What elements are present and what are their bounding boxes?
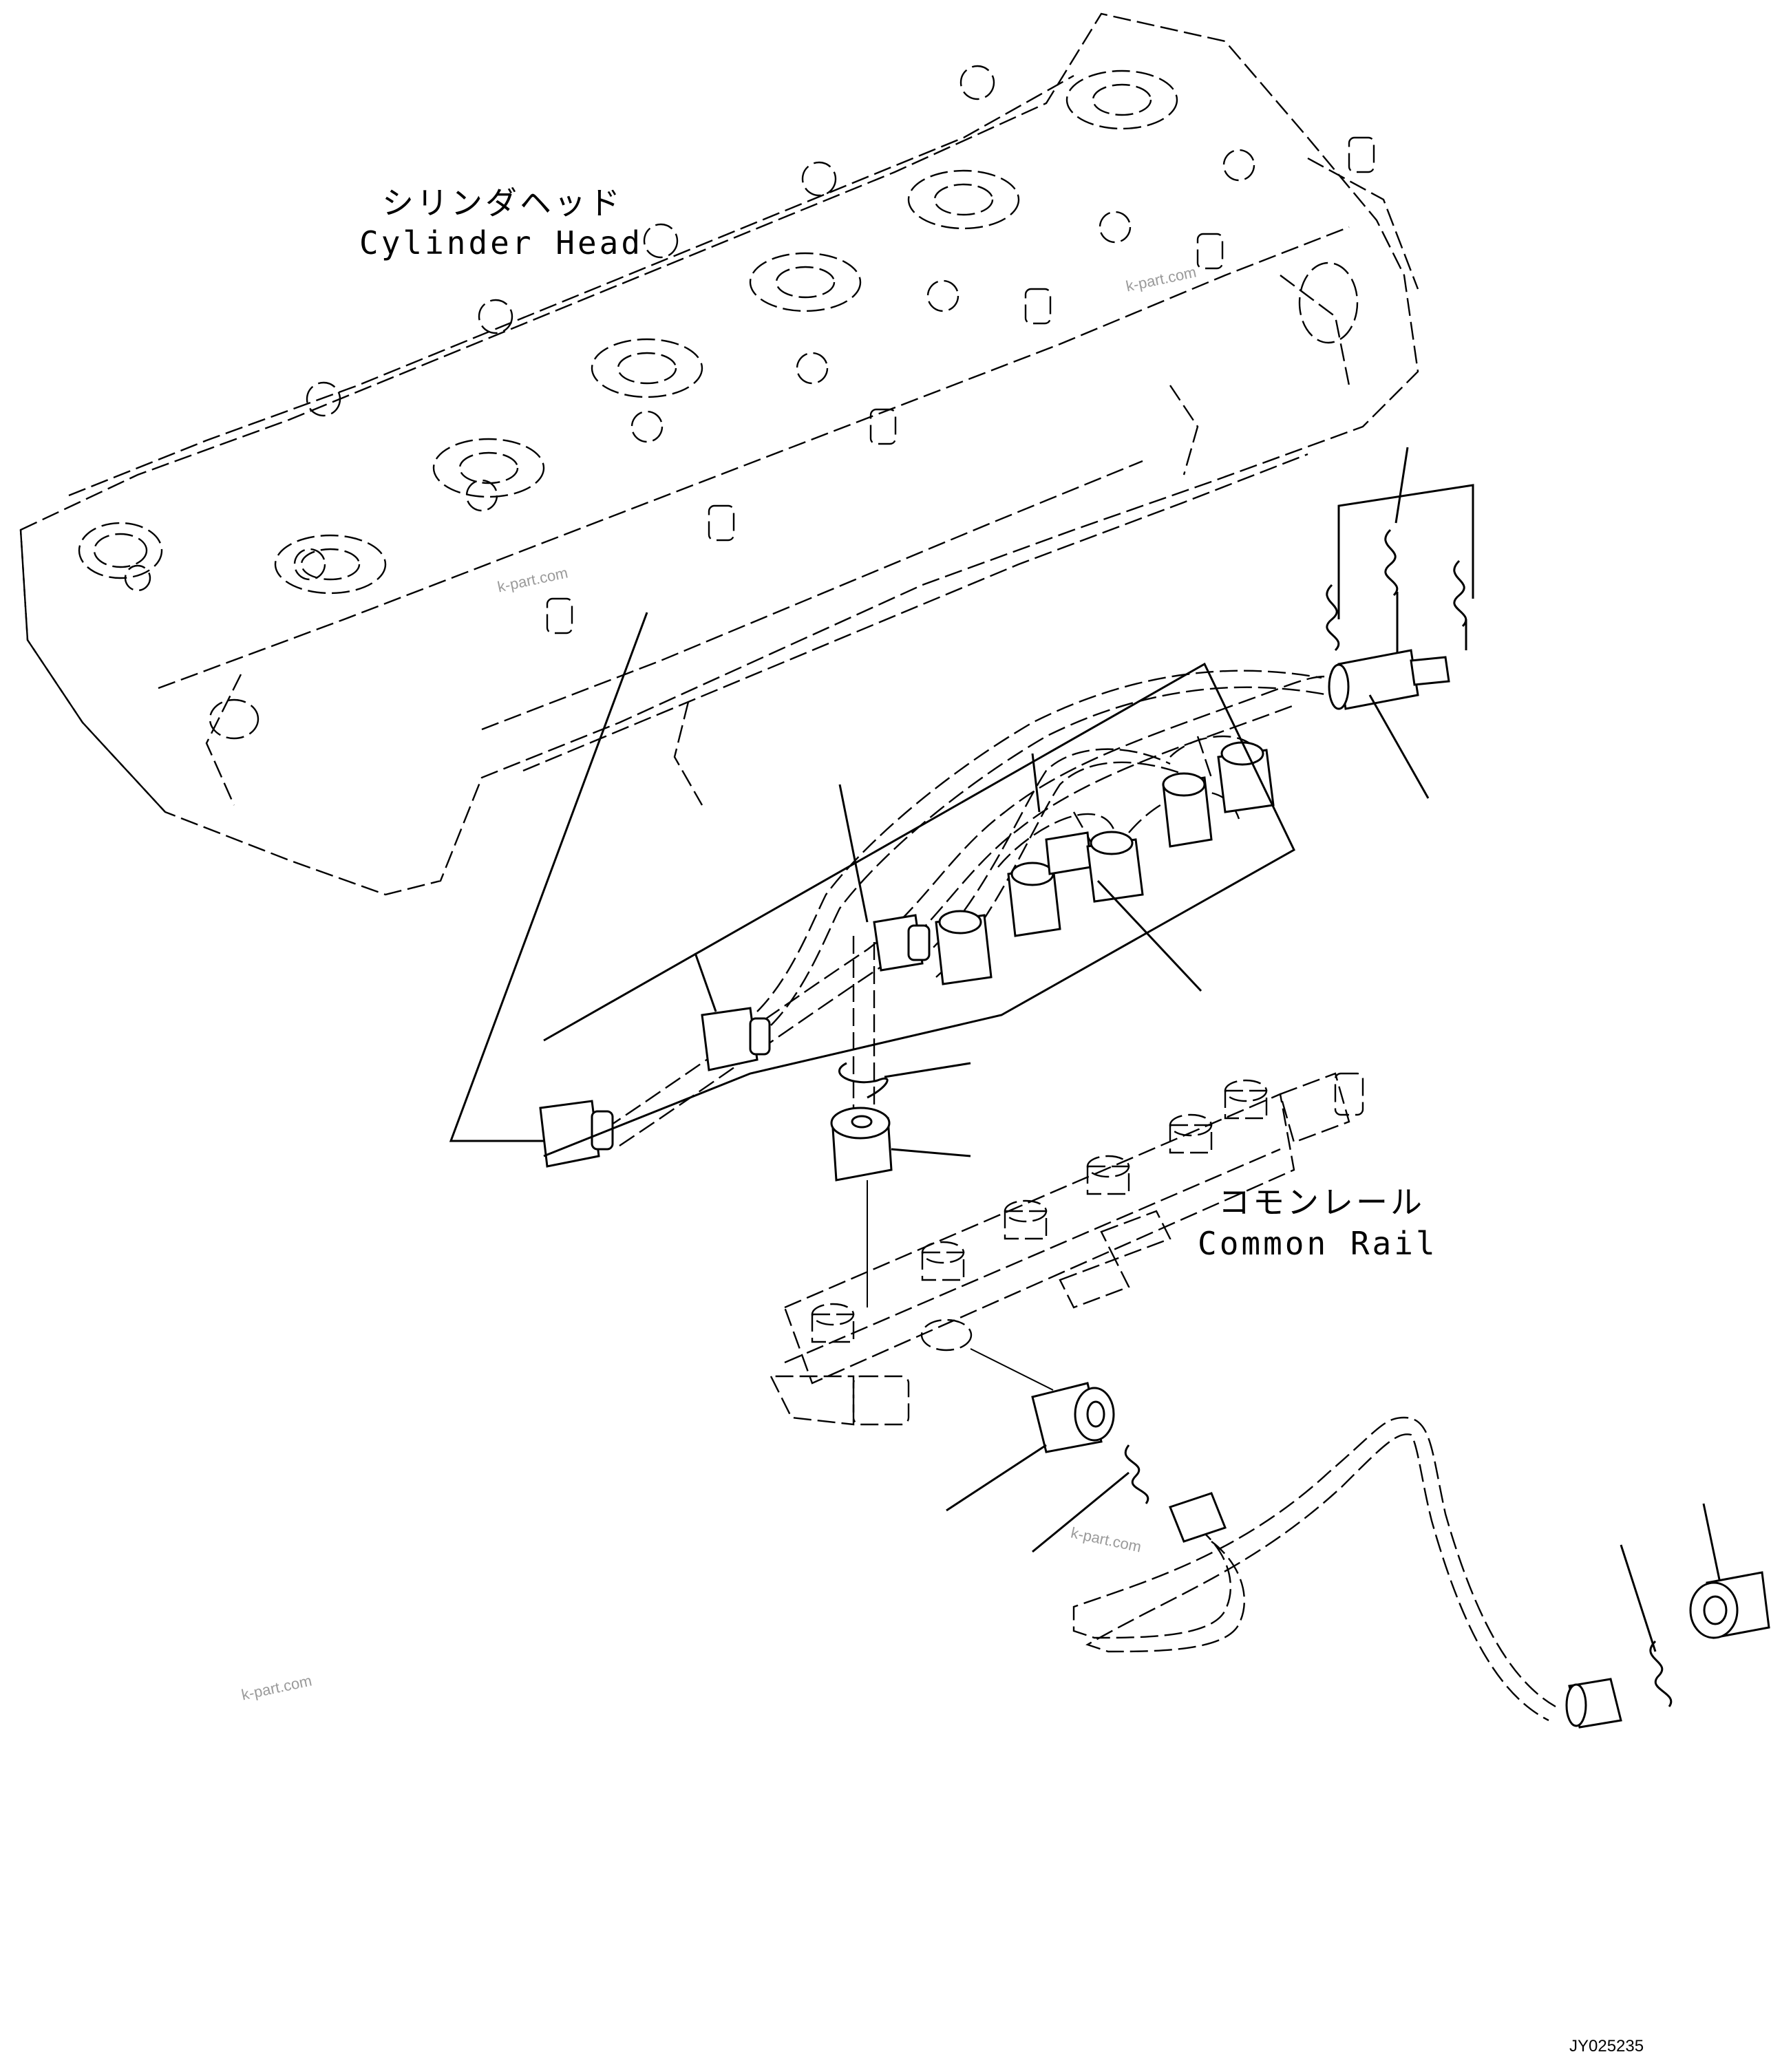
cylinder-head-label-jp: シリンダヘッド bbox=[382, 184, 623, 222]
cylinder-head-drawing bbox=[19, 12, 1419, 896]
cylinder-head-label-en: Cylinder Head bbox=[359, 224, 644, 261]
rail-outlet-fitting bbox=[946, 1348, 1149, 1553]
drawing-code: JY025235 bbox=[1569, 2037, 1644, 2055]
head-bolts bbox=[546, 136, 1375, 634]
injection-pipe-set bbox=[539, 649, 1450, 1168]
clip-set bbox=[1326, 447, 1474, 654]
fitting-sleeve bbox=[830, 1062, 971, 1307]
injector-bosses bbox=[274, 70, 1178, 595]
end-fitting-and-clip bbox=[1620, 1503, 1770, 1707]
common-rail-label-jp: コモンレール bbox=[1218, 1184, 1425, 1221]
single-injection-pipe bbox=[1072, 1416, 1622, 1729]
leader-line bbox=[449, 612, 648, 1142]
common-rail-drawing bbox=[770, 1072, 1364, 1426]
common-rail-label-en: Common Rail bbox=[1198, 1225, 1438, 1262]
